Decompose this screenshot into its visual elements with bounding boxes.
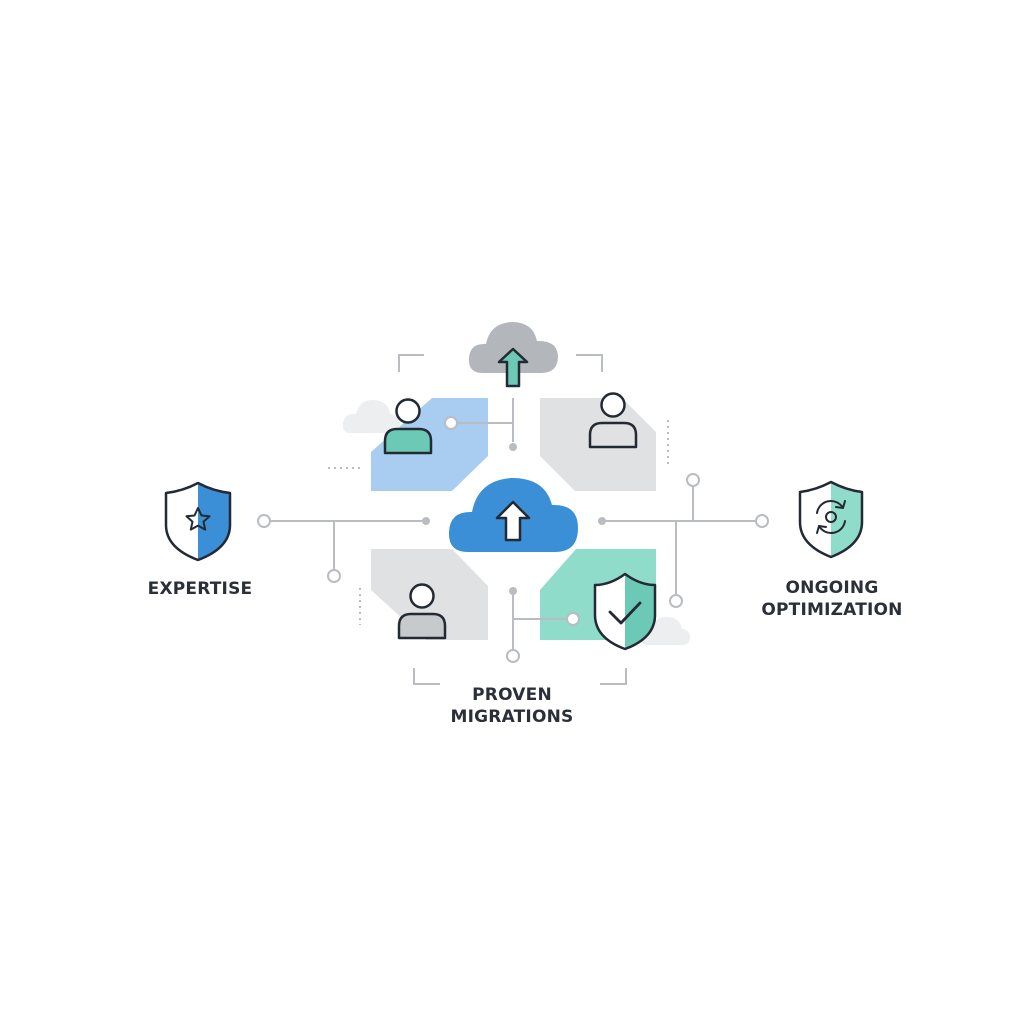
label-expertise: EXPERTISE (147, 579, 253, 599)
label-ongoing-optimization: ONGOING OPTIMIZATION (761, 578, 903, 620)
label-proven-migrations: PROVEN MIGRATIONS (450, 685, 574, 727)
user-icon (397, 583, 447, 640)
user-icon (383, 398, 433, 455)
shield-sync-icon (798, 480, 864, 559)
connector-nodes (257, 416, 769, 663)
dotted-accents (328, 420, 669, 625)
shield-check-icon (593, 572, 657, 651)
shield-star-icon (164, 481, 232, 562)
decor-cloud-left-icon (342, 399, 400, 433)
top-cloud-upload-icon (468, 322, 558, 388)
connector-dots (422, 443, 606, 595)
decor-cloud-right-icon (639, 616, 690, 645)
connector-lines (270, 398, 755, 650)
center-cloud-upload-icon (448, 478, 578, 552)
user-icon (588, 392, 638, 449)
corner-brackets (398, 354, 627, 685)
